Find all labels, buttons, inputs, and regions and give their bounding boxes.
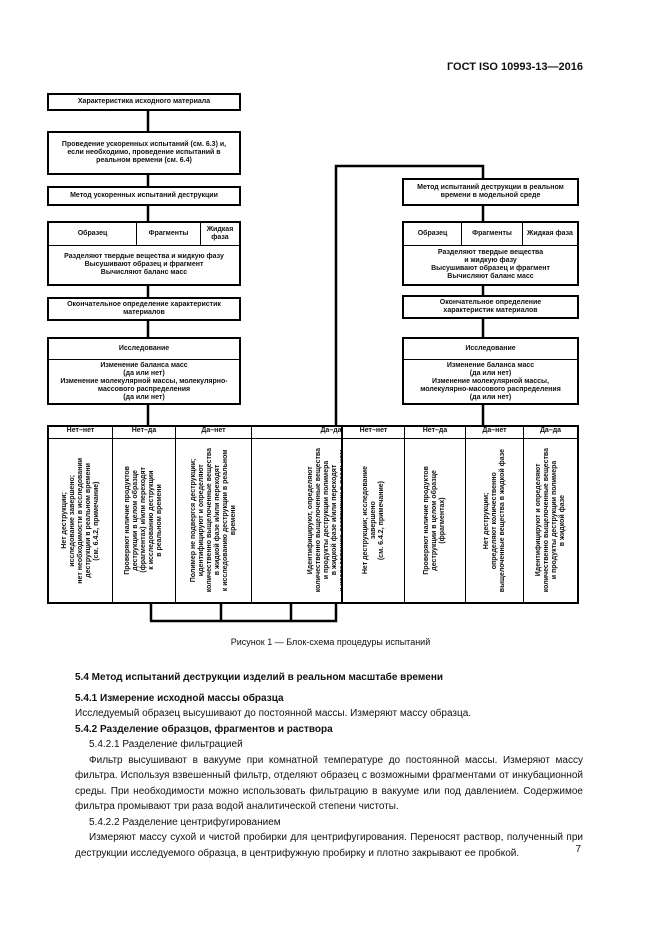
investigation-title: Исследование [49,339,239,360]
section-5-4-2-2: 5.4.2.2 Разделение центрифугированием [89,816,281,828]
col-sample: Образец [49,223,137,245]
box-separation-left: Образец Фрагменты Жидкая фаза Разделяют … [47,221,241,286]
separation-text: Разделяют твердые вещества и жидкую фазу… [431,249,550,280]
col-liquid: Жидкая фаза [206,226,234,241]
box-separation-right: Образец Фрагменты Жидкая фаза Разделяют … [402,221,579,286]
box-realtime-method: Метод испытаний деструкции в реальном вр… [402,178,579,206]
box-final-characterization-right: Окончательное определение характеристик … [402,295,579,319]
paragraph-5-4-2-1: Фильтр высушивают в вакууме при комнатно… [75,754,583,813]
investigation-text: Изменение баланса масс (да или нет) Изме… [60,361,228,401]
body-text: 5.4 Метод испытаний деструкции изделий в… [75,670,583,861]
investigation-title: Исследование [404,339,577,360]
box-initial-characterization: Характеристика исходного материала [47,93,241,111]
col-sample: Образец [404,223,462,245]
separation-text: Разделяют твердые вещества и жидкую фазу… [64,253,224,276]
col-fragments: Фрагменты [462,223,523,245]
paragraph-5-4-2-2: Измеряют массу сухой и чистой пробирки д… [75,832,583,859]
section-5-4-1: 5.4.1 Измерение исходной массы образца [75,692,284,704]
section-5-4-2-1: 5.4.2.1 Разделение фильтрацией [89,739,243,750]
paragraph-5-4-1: Исследуемый образец высушивают до постоя… [75,708,472,719]
box-final-characterization: Окончательное определение характеристик … [47,297,241,321]
box-investigation-left: Исследование Изменение баланса масс (да … [47,337,241,405]
col-liquid: Жидкая фаза [527,230,573,237]
section-5-4-2: 5.4.2 Разделение образцов, фрагментов и … [75,723,333,735]
page-number: 7 [575,844,581,855]
col-fragments: Фрагменты [137,223,201,245]
section-5-4: 5.4 Метод испытаний деструкции изделий в… [75,672,444,683]
connector-to-realtime [150,164,485,623]
box-investigation-right: Исследование Изменение баланса масс (да … [402,337,579,405]
figure-caption: Рисунок 1 — Блок-схема процедуры испытан… [230,637,431,647]
box-accelerated-method: Метод ускоренных испытаний деструкции [47,186,241,206]
box-accelerated-tests: Проведение ускоренных испытаний (см. 6.3… [47,131,241,175]
investigation-text: Изменение баланса масс (да или нет) Изме… [420,361,561,401]
document-id: ГОСТ ISO 10993-13—2016 [446,61,583,73]
